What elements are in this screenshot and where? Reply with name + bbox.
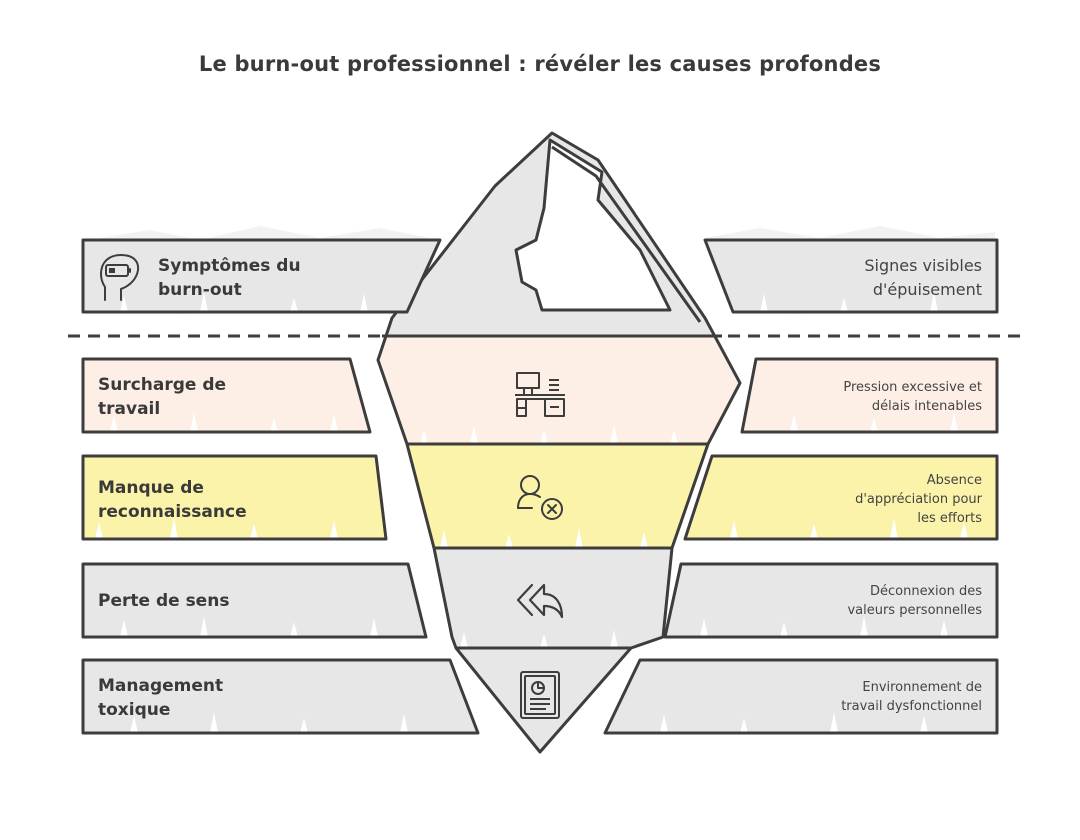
symptoms-description-line: Signes visibles: [864, 256, 982, 275]
layer-3-label: Perte de sens: [98, 589, 229, 613]
symptoms-label-line: burn-out: [158, 280, 242, 300]
band-layer-1-right: [740, 357, 999, 434]
band-layer-2-right: [683, 454, 999, 541]
layer-4-description-line: Environnement de: [862, 680, 982, 695]
layer-2-label: Manque de reconnaissance: [98, 476, 247, 524]
band-symptoms-right: [703, 238, 999, 314]
layer-4-label-line: Management: [98, 676, 224, 696]
layer-2-description-line: les efforts: [917, 511, 982, 526]
desk-workstation-icon: [515, 372, 565, 417]
layer-4-label: Management toxique: [98, 674, 223, 722]
layer-1-description-line: délais intenables: [871, 399, 982, 414]
symptoms-label-line: Symptômes du: [158, 256, 301, 276]
layer-2-description-line: Absence: [926, 473, 982, 488]
layer-1-description: Pression excessive et délais intenables: [843, 378, 982, 416]
band-layer-4-left: [81, 658, 480, 735]
reply-all-arrow-icon: [516, 583, 564, 619]
diagram-title: Le burn-out professionnel : révéler les …: [198, 52, 882, 76]
band-layer-1-left: [81, 357, 372, 434]
layer-1-label-line: Surcharge de: [98, 375, 227, 395]
layer-2-description-line: d'appréciation pour: [855, 492, 982, 507]
layer-3-description: Déconnexion des valeurs personnelles: [847, 582, 982, 620]
band-symptoms-left: [81, 238, 442, 314]
band-layer-3-right: [663, 562, 999, 639]
layer-4-label-line: toxique: [98, 700, 171, 720]
layer-2-description: Absence d'appréciation pour les efforts: [855, 471, 982, 528]
symptoms-description: Signes visibles d'épuisement: [864, 254, 982, 302]
report-document-icon: [520, 671, 560, 719]
layer-1-label: Surcharge de travail: [98, 373, 226, 421]
layer-2-label-line: Manque de: [98, 478, 204, 498]
head-battery-icon: [100, 254, 140, 301]
user-cross-icon: [517, 475, 563, 520]
symptoms-label: Symptômes du burn-out: [158, 254, 301, 302]
layer-2-label-line: reconnaissance: [98, 502, 247, 522]
layer-3-description-line: Déconnexion des: [869, 584, 982, 599]
symptoms-description-line: d'épuisement: [872, 280, 982, 299]
band-layer-3-left: [81, 562, 428, 639]
band-layer-4-right: [603, 658, 999, 735]
layer-1-description-line: Pression excessive et: [843, 380, 982, 395]
layer-4-description: Environnement de travail dysfonctionnel: [841, 678, 982, 716]
layer-3-label-line: Perte de sens: [98, 591, 230, 611]
layer-1-label-line: travail: [98, 399, 161, 419]
layer-4-description-line: travail dysfonctionnel: [841, 699, 982, 714]
layer-3-description-line: valeurs personnelles: [847, 603, 982, 618]
band-layer-2-left: [81, 454, 388, 541]
